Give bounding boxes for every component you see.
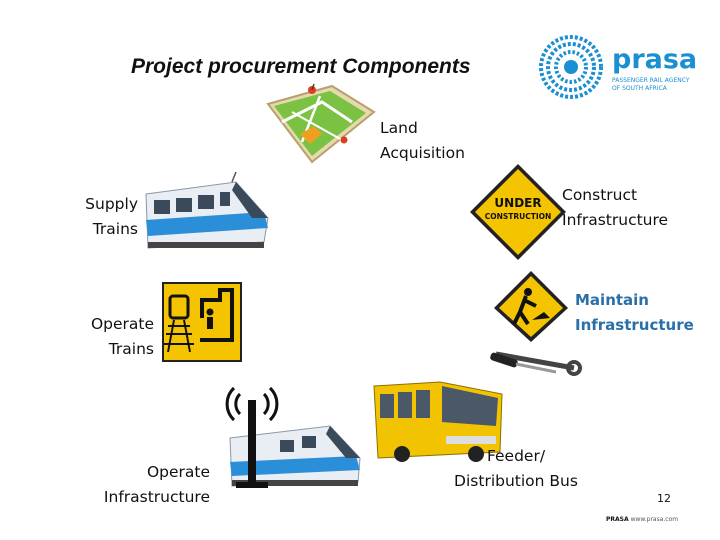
operate-infrastructure-label: Operate Infrastructure: [103, 463, 210, 506]
map-icon: [262, 82, 380, 168]
footer-branding: PRASA www.prasa.com: [606, 516, 678, 523]
signal-tower-train-image: [210, 378, 362, 494]
under-construction-sign: UNDER CONSTRUCTION: [468, 162, 568, 262]
logo-tagline-1: PASSENGER RAIL AGENCY: [612, 77, 690, 84]
page-number: 12: [657, 492, 671, 505]
logo-wordmark: prasa: [612, 44, 697, 75]
bus-image: [372, 380, 504, 464]
footer-url: www.prasa.com: [630, 516, 679, 523]
operate-trains-label: Operate Trains: [90, 315, 154, 358]
men-at-work-sign: [492, 268, 570, 344]
maintain-infrastructure-label: Maintain Infrastructure: [575, 291, 694, 334]
logo-tagline-2: OF SOUTH AFRICA: [612, 85, 668, 92]
construct-infrastructure-label: Construct Infrastructure: [562, 186, 669, 229]
slide-title: Project procurement Components: [131, 55, 471, 78]
train-station-sign-icon: [162, 282, 242, 362]
svg-text:CONSTRUCTION: CONSTRUCTION: [485, 212, 552, 221]
prasa-logo: prasa PASSENGER RAIL AGENCY OF SOUTH AFR…: [538, 34, 708, 100]
land-acquisition-label: Land Acquisition: [380, 119, 465, 162]
footer-brand: PRASA: [606, 516, 629, 523]
wrench-screwdriver-icon: [486, 342, 582, 380]
svg-text:UNDER: UNDER: [494, 196, 541, 210]
supply-trains-label: Supply Trains: [85, 195, 138, 238]
feeder-bus-label: Feeder/ Distribution Bus: [454, 447, 578, 490]
train-image: [144, 172, 270, 254]
